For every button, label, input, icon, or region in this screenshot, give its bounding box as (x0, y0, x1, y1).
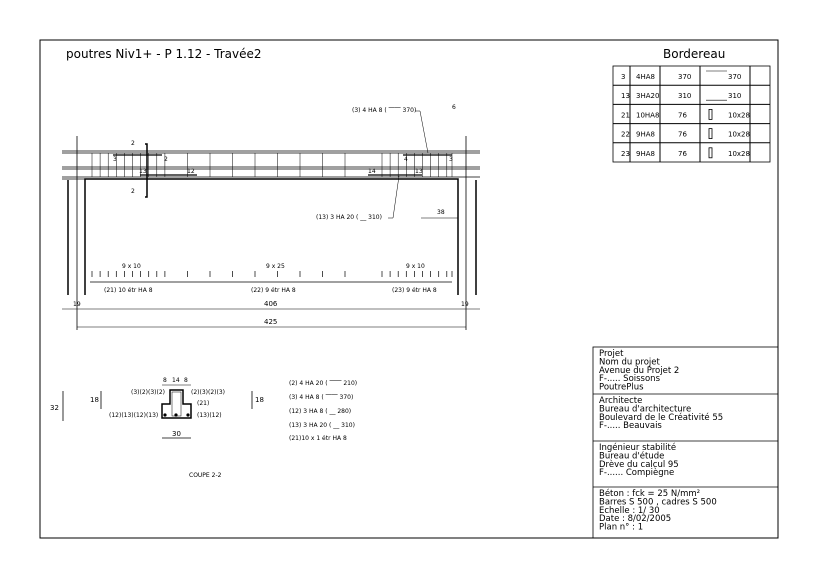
title-block-projet-line: Projet (599, 349, 624, 359)
title-block-info-line: Béton : fck = 25 N/mm² (599, 488, 700, 499)
title-block-projet-line: Avenue du Projet 2 (599, 366, 679, 376)
bar-marks: 3 2 13 12 14 4 13 3 (113, 156, 453, 175)
bordereau-row: 22 9HA8 76 10x28 (621, 128, 750, 140)
title-block-ingenieur-line: F-...... Compiègne (599, 467, 674, 478)
title-block-info-line: Plan n° : 1 (599, 523, 643, 533)
sheet-border (39, 39, 779, 539)
legend-item: (12) 3 HA 8 ( __ 280) (289, 408, 351, 415)
title-block-architecte-line: Boulevard de le Créativité 55 (599, 412, 723, 423)
cell-pos: 23 (621, 150, 630, 158)
label-top-right: (2)(3)(2)(3) (191, 389, 225, 396)
dim-total-span: 425 (264, 318, 277, 326)
stirrups-right: (23) 9 étr HA 8 (392, 287, 437, 294)
cell-pos: 22 (621, 131, 630, 139)
section-title: COUPE 2-2 (189, 472, 222, 479)
legend-item: (3) 4 HA 8 ( ⎺⎺ 370) (289, 394, 353, 401)
legend-item: (2) 4 HA 20 ( ⎺⎺ 210) (289, 380, 357, 387)
title-block-projet-line: Nom du projet (599, 357, 661, 367)
svg-text:3: 3 (113, 156, 117, 163)
title-block-info-line: Date : 8/02/2005 (599, 514, 671, 524)
cell-dim: 10x28 (728, 131, 750, 139)
title-block-ingenieur-line: Bureau d'étude (599, 450, 664, 461)
dim-top-left: 8 (163, 377, 167, 384)
title-block-info-line: Echelle : 1/ 30 (599, 506, 660, 516)
title-block-architecte-line: Architecte (599, 396, 642, 406)
dim-support-left: 19 (73, 301, 81, 308)
cell-length: 310 (678, 92, 691, 100)
dim-6: 6 (452, 104, 456, 111)
cut-label-top: 2 (131, 140, 135, 147)
dim-width: 30 (172, 430, 181, 438)
svg-text:3: 3 (449, 156, 453, 163)
cell-dim: 370 (728, 73, 741, 81)
svg-text:14: 14 (368, 168, 376, 175)
dim-support-right: 19 (461, 301, 469, 308)
spacing-left: 9 x 10 (122, 263, 141, 270)
title-block-architecte-line: Bureau d'architecture (599, 404, 691, 414)
legend-item: (21)10 x 1 étr HA 8 (289, 435, 347, 442)
label-bottom-right: (13)(12) (197, 412, 222, 419)
spacing-right: 9 x 10 (406, 263, 425, 270)
section-2-2: 8 14 8 32 18 18 30 (3)(2)(3)(2) (2)(3)(2… (50, 377, 357, 479)
cell-dim: 310 (728, 92, 741, 100)
cell-bars: 9HA8 (636, 131, 655, 139)
cell-dim: 10x28 (728, 150, 750, 158)
dim-clear-span: 406 (264, 300, 278, 308)
svg-text:13: 13 (415, 168, 423, 175)
cut-label-bottom: 2 (131, 188, 135, 195)
svg-text:2: 2 (164, 156, 168, 163)
cell-pos: 3 (621, 73, 625, 81)
title-block-ingenieur-line: Ingénieur stabilité (599, 442, 676, 453)
cell-length: 76 (678, 111, 687, 119)
cell-bars: 10HA8 (636, 111, 659, 119)
svg-text:4: 4 (404, 156, 408, 163)
dim-flange: 18 (90, 396, 99, 404)
legend-item: (13) 3 HA 20 ( __ 310) (289, 422, 355, 429)
bordereau-table: Bordereau 3 4HA8 370 370 13 3HA20 310 310 21 10HA… (612, 47, 771, 163)
svg-text:12: 12 (187, 168, 195, 175)
label-stirrup: (21) (197, 400, 209, 407)
cell-pos: 13 (621, 92, 630, 100)
dim-top-right: 8 (184, 377, 188, 384)
dim-flange-right: 18 (255, 396, 264, 404)
cell-pos: 21 (621, 111, 630, 119)
cell-bars: 9HA8 (636, 150, 655, 158)
bordereau-row: 21 10HA8 76 10x28 (621, 109, 750, 120)
bordereau-title: Bordereau (663, 47, 725, 61)
title-block-ingenieur-line: Drève du calcul 95 (599, 459, 679, 470)
spacing-mid: 9 x 25 (266, 263, 285, 270)
cell-length: 370 (678, 73, 691, 81)
title-block-projet-line: PoutrePlus (599, 383, 644, 393)
top-bar-label: (3) 4 HA 8 ( ⎺⎺ 370) (352, 107, 416, 114)
dim-top-mid: 14 (172, 377, 180, 384)
stirrups-mid: (22) 9 étr HA 8 (251, 287, 296, 294)
beam-elevation: 2 2 3 2 13 12 14 4 13 3 (3) 4 HA 8 ( ⎺⎺ … (62, 104, 480, 330)
dim-height: 32 (50, 404, 59, 412)
cell-length: 76 (678, 131, 687, 139)
drawing-title: poutres Niv1+ - P 1.12 - Travée2 (66, 47, 262, 61)
cell-bars: 3HA20 (636, 92, 659, 100)
label-bottom-left: (12)(13)(12)(13) (109, 412, 158, 419)
title-block-architecte-line: F-..... Beauvais (599, 421, 662, 431)
title-block-info-line: Barres S 500 , cadres S 500 (599, 497, 717, 507)
stirrup-shape-icon (708, 147, 713, 159)
cell-dim: 10x28 (728, 111, 750, 119)
svg-text:13: 13 (139, 168, 147, 175)
bordereau-row: 3 4HA8 370 370 (621, 70, 741, 81)
dim-38: 38 (437, 209, 445, 216)
label-top-left: (3)(2)(3)(2) (131, 389, 165, 396)
bottom-bar-label: (13) 3 HA 20 ( __ 310) (316, 214, 382, 221)
cell-length: 76 (678, 150, 687, 158)
title-block-projet-line: F-..... Soissons (599, 374, 661, 384)
stirrup-shape-icon (708, 128, 713, 140)
bordereau-row: 13 3HA20 310 310 (621, 92, 741, 101)
stirrup-shape-icon (708, 109, 713, 120)
cell-bars: 4HA8 (636, 73, 655, 81)
stirrups-left: (21) 10 étr HA 8 (104, 287, 153, 294)
bordereau-row: 23 9HA8 76 10x28 (621, 147, 750, 159)
